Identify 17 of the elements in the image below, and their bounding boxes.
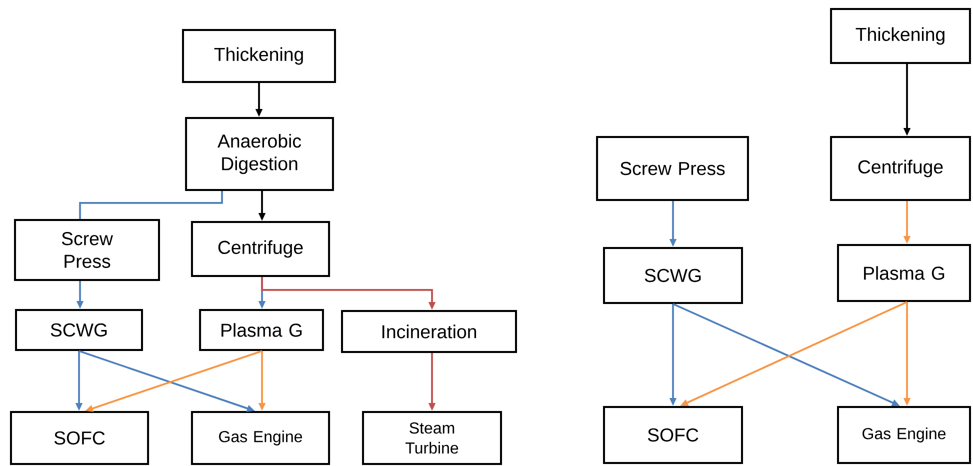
process-box: Plasma G <box>199 309 324 351</box>
process-box: Thickening <box>182 29 336 83</box>
process-box: SOFC <box>603 406 743 464</box>
process-box: Gas Engine <box>837 406 971 464</box>
process-box: SCWG <box>15 309 143 351</box>
process-box: SOFC <box>10 411 150 465</box>
process-box: Steam Turbine <box>362 411 502 465</box>
process-box: Thickening <box>830 8 971 64</box>
process-box: Screw Press <box>14 219 160 281</box>
process-box: Incineration <box>341 310 517 354</box>
process-box: SCWG <box>603 247 743 304</box>
process-box: Centrifuge <box>830 136 971 201</box>
process-box: Screw Press <box>596 136 749 201</box>
process-box: Gas Engine <box>190 411 330 465</box>
process-box: Centrifuge <box>190 221 330 277</box>
process-box: Anaerobic Digestion <box>185 117 334 191</box>
process-box: Plasma G <box>837 244 971 302</box>
